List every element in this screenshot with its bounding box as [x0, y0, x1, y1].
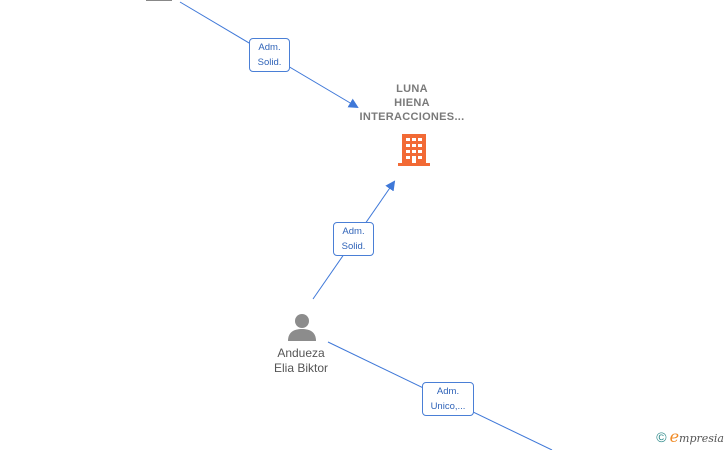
role-line-1: Adm.	[436, 386, 460, 397]
role-badge[interactable]: Adm. Solid.	[333, 222, 374, 256]
role-badge[interactable]: Adm. Unico,...	[422, 382, 474, 416]
copyright-icon: ©	[656, 428, 667, 445]
empresia-logo: empresia	[670, 427, 724, 446]
company-name-line-1: LUNA	[396, 83, 428, 95]
role-line-2: Unico,...	[430, 400, 466, 412]
company-name-line-2: HIENA	[394, 97, 430, 109]
building-icon[interactable]	[398, 133, 430, 172]
company-name-label[interactable]: LUNA HIENA INTERACCIONES...	[342, 82, 482, 124]
person-name-label[interactable]: Andueza Elia Biktor	[241, 346, 361, 376]
role-line-2: Solid.	[341, 240, 366, 252]
role-line-1: Adm.	[258, 42, 281, 53]
company-name-line-3: INTERACCIONES...	[359, 111, 465, 123]
person-name-line-2: Elia Biktor	[273, 361, 329, 375]
person-icon[interactable]	[287, 312, 317, 347]
logo-text: mpresia	[679, 432, 724, 445]
empresia-watermark: © empresia	[656, 427, 724, 446]
role-line-2: Solid.	[257, 56, 282, 68]
role-line-1: Adm.	[342, 226, 365, 237]
role-badge[interactable]: Adm. Solid.	[249, 38, 290, 72]
person-name-line-1: Andueza	[277, 346, 325, 360]
logo-initial: e	[669, 427, 680, 446]
